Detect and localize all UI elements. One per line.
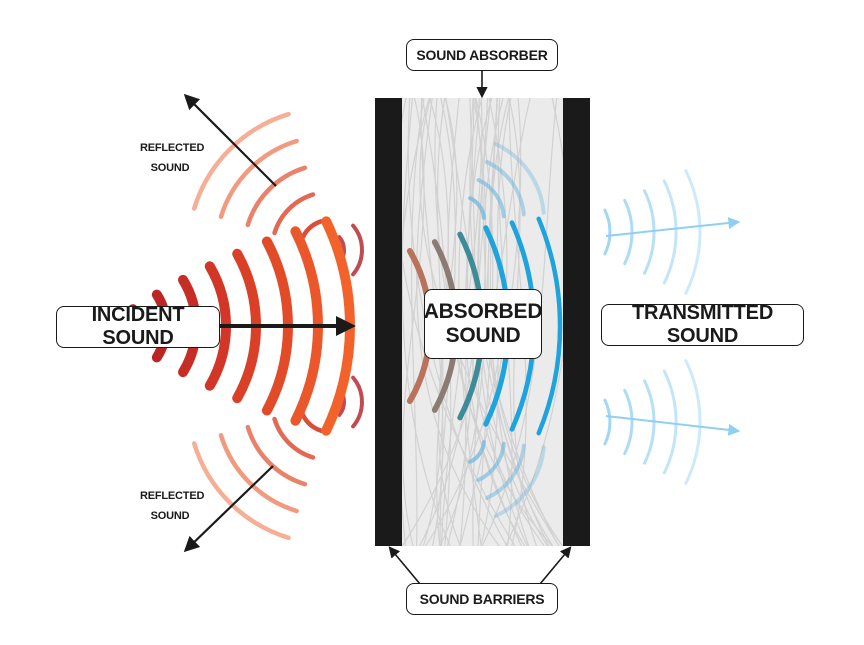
transmitted-wave-arc [623,388,634,456]
absorbed-wave-faint [493,141,546,215]
reflected-wave-small [351,375,364,429]
incident-sound-label: INCIDENT SOUND [56,304,220,349]
reflected-wave-top [218,138,299,219]
transmitted-wave-arc [684,169,702,295]
barrier-pointer-arrow-right [539,546,572,585]
reflected-wave-bottom [272,416,316,460]
fiber-strand [402,97,425,547]
fiber-strand [410,97,425,547]
reflected-wave-bottom [191,441,291,541]
sound-barrier-left [375,98,402,546]
reflected-wave-bottom [299,408,324,433]
absorbed-label-line-2: SOUND [445,324,521,347]
fiber-strand [416,97,500,547]
transmitted-wave-arc [662,179,678,285]
reflected-wave-bottom [218,433,299,514]
transmitted-wave-arc [603,398,612,446]
reflected-sound-waves [191,111,364,541]
reflected-bottom-line-1: REFLECTED [140,490,205,502]
transmitted-sound-label: TRANSMITTED SOUND [601,302,804,347]
reflected-wave-top [299,219,324,244]
reflected-arrow-bottom [183,465,274,553]
sound-barriers-label: SOUND BARRIERS [406,583,558,615]
reflected-wave-top [191,111,291,211]
barrier-pointer-arrow-left [388,546,421,585]
reflected-bottom-line-2: SOUND [150,510,190,522]
reflected-wave-bottom [245,424,308,487]
transmitted-wave-arc [643,189,656,275]
absorbed-wave-faint [468,196,486,220]
absorbed-label-line-1: ABSORBED [423,300,543,323]
absorbed-wave-faint [485,160,526,217]
sound-absorber-label: SOUND ABSORBER [406,39,558,71]
reflected-sound-label-bottom: REFLECTED SOUND [140,486,205,526]
transmitted-wave-arc [662,369,678,475]
absorbed-wave-faint [476,441,506,482]
absorbed-sound-label: ABSORBED SOUND [424,289,542,359]
transmitted-wave-arc [603,208,612,256]
fiber-strand [401,97,451,547]
transmitted-arrow-bottom [605,415,741,436]
absorbed-wave-faint [485,443,526,500]
transmitted-wave-arc [623,198,634,266]
reflected-top-line-2: SOUND [150,162,190,174]
transmitted-wave-arc [684,359,702,485]
absorbed-wave-faint [468,440,486,464]
reflected-top-line-1: REFLECTED [140,142,205,154]
absorbed-wave-arc [536,216,563,436]
transmitted-arrow-top [605,217,741,237]
reflected-wave-top [272,192,316,236]
reflected-sound-label-top: REFLECTED SOUND [140,138,205,178]
reflected-wave-top [245,165,308,228]
reflected-arrow-top [183,93,277,187]
reflected-wave-small [351,223,364,277]
transmitted-sound-waves [603,169,702,485]
sound-barrier-right [563,98,590,546]
absorbed-wave-faint [476,178,506,219]
absorbed-wave-faint [493,445,546,519]
